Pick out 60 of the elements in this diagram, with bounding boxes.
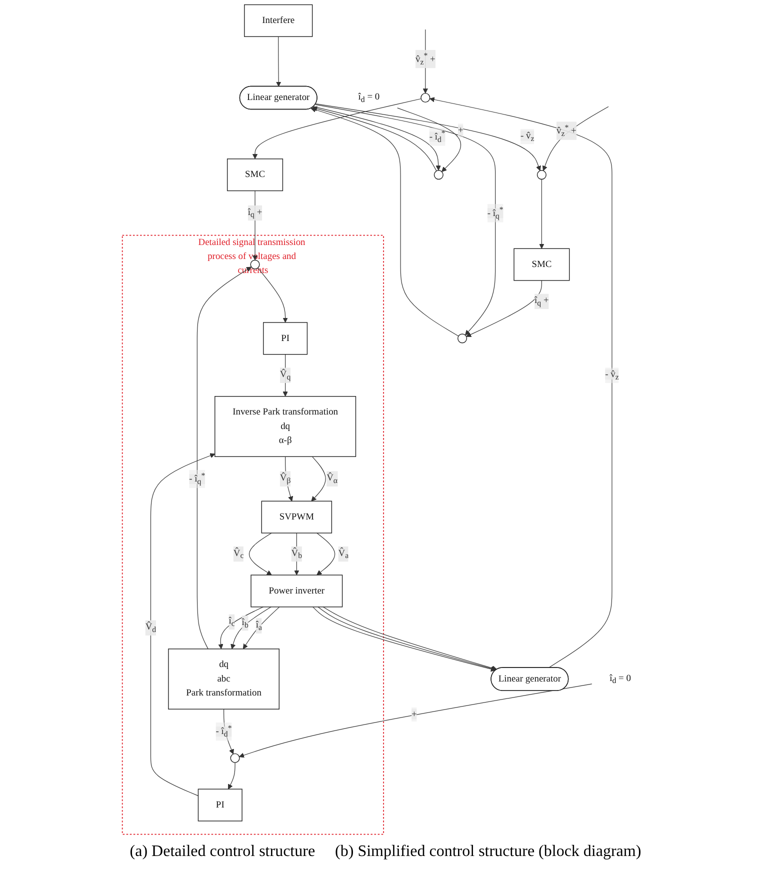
arrow [294, 532, 300, 576]
node-circle [458, 334, 468, 344]
figure-caption: (b) Simplified control structure (block diagram) [335, 843, 642, 861]
arrow [239, 684, 592, 758]
arrow [315, 104, 541, 171]
arrow [539, 178, 544, 249]
edge-label: - v̂$_{z}$ [520, 130, 534, 143]
figure-caption: (a) Detailed control structure [130, 843, 316, 861]
edge-label: v̂$_{z}$$^{*}$ + [415, 51, 436, 66]
edge-label: + [411, 709, 417, 720]
node-text: î$_{d}$ = 0 [610, 673, 631, 685]
node-box: PI [263, 322, 308, 355]
arrow [252, 190, 258, 260]
node-box: Power inverter [250, 574, 343, 608]
arrow [422, 29, 428, 94]
node-circle [230, 753, 240, 763]
edge-label: î$_{c}$ [228, 616, 235, 628]
edge-label: î$_{q}$ + [534, 296, 549, 308]
arrow [242, 606, 280, 650]
node-circle [420, 92, 430, 103]
arrow [248, 532, 272, 576]
edge-label: V̂$_{β}$ [280, 472, 291, 485]
node-circle [536, 170, 546, 180]
arrow [542, 106, 609, 171]
node-box: Interfere [244, 4, 313, 37]
edge-label: V̂$_{α}$ [326, 472, 338, 485]
edge-label: V̂$_{b}$ [291, 548, 302, 560]
edge-label: î$_{q}$ + [248, 207, 262, 220]
arrow [276, 36, 282, 87]
edge-label: î$_{a}$ [256, 620, 262, 632]
edge-label: V̂$_{q}$ [280, 369, 291, 382]
edge-label: + [458, 125, 464, 136]
arrow [310, 107, 459, 336]
arrow [252, 98, 422, 160]
node-box: SVPWM [261, 500, 332, 534]
arrow [316, 532, 336, 576]
arrow [228, 762, 236, 790]
arrow [314, 104, 496, 336]
edge-label: V̂$_{c}$ [233, 548, 244, 560]
arrow [224, 708, 234, 754]
node-box: PI [198, 788, 242, 822]
arrow [466, 280, 542, 337]
node-circle [434, 170, 444, 180]
edge-label: V̂$_{a}$ [338, 548, 349, 560]
node-box: SMC [514, 248, 570, 281]
arrow [196, 266, 252, 650]
edge-label: v̂$_{z}$$^{*}$ + [556, 122, 576, 138]
edge-label: î$_{b}$ [242, 617, 248, 630]
arrow [150, 453, 216, 796]
arrow [218, 606, 264, 650]
node-box: Inverse Park transformation dq α-β [214, 396, 356, 457]
node-text: î$_{d}$ = 0 [358, 92, 380, 104]
edge-label: V̂$_{d}$ [145, 622, 156, 634]
arrow [397, 108, 462, 172]
arrow [311, 456, 326, 502]
node-box: SMC [226, 158, 284, 192]
node-box: dq abc Park transformation [168, 648, 280, 710]
edge-label: - v̂$_{z}$ [605, 369, 619, 382]
arrow [258, 268, 288, 323]
arrow [230, 606, 272, 650]
